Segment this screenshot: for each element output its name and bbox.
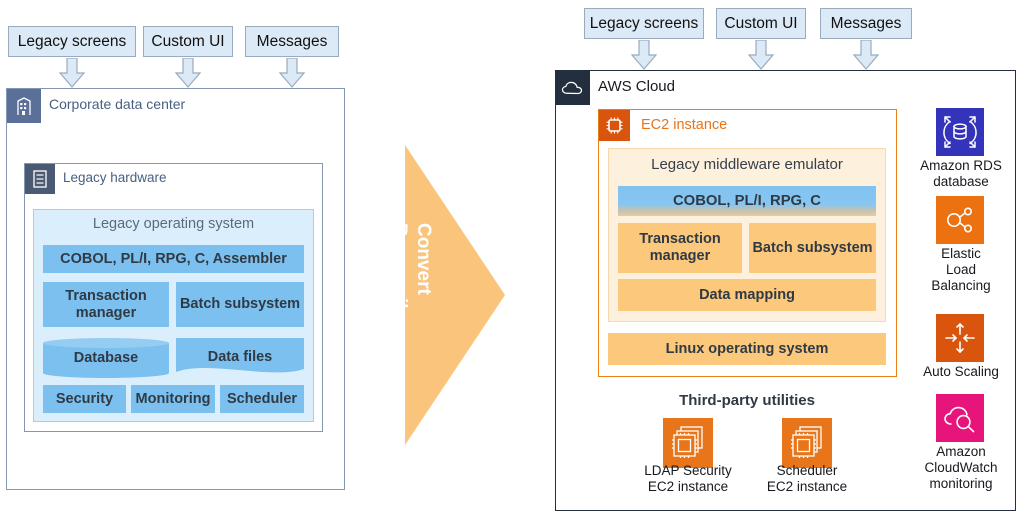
elb-line-3-slot: Balancing xyxy=(931,277,991,293)
input-chip-messages[interactable]: Messages xyxy=(245,26,339,57)
legacy-scheduler-block: Scheduler xyxy=(220,385,304,413)
input-chip-label: Custom UI xyxy=(724,14,798,32)
auto-scaling-icon[interactable] xyxy=(936,314,984,367)
legacy-transaction-manager-label: Transaction manager xyxy=(65,288,147,321)
legacy-security-label: Security xyxy=(55,390,114,407)
third-party-utilities-title: Third-party utilities xyxy=(679,392,815,409)
input-chip-label: Legacy screens xyxy=(17,32,127,50)
legacy-monitoring-block: Monitoring xyxy=(131,385,215,413)
amazon-rds-icon[interactable] xyxy=(936,108,984,161)
convert-line-2: Recompile xyxy=(389,223,411,320)
corporate-data-center-icon xyxy=(7,89,41,123)
legacy-monitoring-label: Monitoring xyxy=(135,390,211,407)
legacy-batch-subsystem-block: Batch subsystem xyxy=(176,282,304,327)
ec2-instances-icon[interactable] xyxy=(663,418,713,473)
amazon-cloudwatch-label: Amazon CloudWatch monitoring xyxy=(908,444,1014,492)
legacy-hardware-title: Legacy hardware xyxy=(63,170,167,185)
down-arrow-icon xyxy=(174,57,202,88)
legacy-scheduler-label: Scheduler xyxy=(226,390,298,407)
aws-linux-os-block: Linux operating system xyxy=(608,333,886,365)
aws-linux-os-label: Linux operating system xyxy=(665,340,829,357)
ec2-instance-title: EC2 instance xyxy=(641,117,728,133)
legacy-data-files-label: Data files xyxy=(207,348,273,365)
scheduler-line-1: Scheduler xyxy=(776,463,838,478)
cloudwatch-line-2: CloudWatch xyxy=(924,459,998,475)
aws-data-mapping-block: Data mapping xyxy=(618,279,876,311)
elb-line-1: Elastic xyxy=(941,246,981,261)
aws-data-mapping-label: Data mapping xyxy=(699,286,795,303)
scheduler-line-2: EC2 instance xyxy=(766,478,848,494)
aws-languages-block: COBOL, PL/I, RPG, C xyxy=(618,186,876,216)
legacy-operating-system-title: Legacy operating system xyxy=(92,216,255,232)
input-chip-label: Custom UI xyxy=(151,32,225,50)
legacy-languages-label: COBOL, PL/I, RPG, C, Assembler xyxy=(60,250,287,267)
legacy-languages-block: COBOL, PL/I, RPG, C, Assembler xyxy=(43,245,304,273)
down-arrow-icon xyxy=(852,39,880,70)
amazon-cloudwatch-icon[interactable] xyxy=(936,394,984,447)
cloudwatch-line-3: monitoring xyxy=(929,475,993,491)
input-chip-label: Legacy screens xyxy=(589,14,699,32)
input-chip-legacy-screens-aws[interactable]: Legacy screens xyxy=(584,8,704,39)
legacy-middleware-emulator-title: Legacy middleware emulator xyxy=(651,156,843,173)
down-arrow-icon xyxy=(278,57,306,88)
legacy-hardware-icon xyxy=(25,164,55,194)
aws-languages-label: COBOL, PL/I, RPG, C xyxy=(673,193,821,209)
auto-scaling-line-1: Auto Scaling xyxy=(923,364,999,379)
input-chip-legacy-screens[interactable]: Legacy screens xyxy=(8,26,136,57)
rds-line-1: Amazon RDS xyxy=(920,158,1002,173)
input-chip-label: Messages xyxy=(256,32,328,50)
input-chip-custom-ui[interactable]: Custom UI xyxy=(143,26,233,57)
amazon-rds-label: Amazon RDS database xyxy=(908,158,1014,190)
aws-transaction-manager-block: Transaction manager xyxy=(618,223,742,273)
down-arrow-icon xyxy=(630,39,658,70)
down-arrow-icon xyxy=(58,57,86,88)
ldap-security-line-2: EC2 instance xyxy=(647,478,729,494)
input-chip-label: Messages xyxy=(830,14,902,32)
auto-scaling-label: Auto Scaling xyxy=(908,364,1014,380)
legacy-security-block: Security xyxy=(43,385,126,413)
ldap-security-line-1: LDAP Security xyxy=(644,463,732,478)
aws-batch-subsystem-label: Batch subsystem xyxy=(752,239,873,256)
aws-cloud-icon xyxy=(556,71,590,105)
rds-line-2: database xyxy=(933,173,989,189)
scheduler-ec2-label: Scheduler EC2 instance xyxy=(737,463,877,495)
legacy-data-files-block: Data files xyxy=(176,338,304,378)
elastic-load-balancing-icon[interactable] xyxy=(936,196,984,249)
input-chip-messages-aws[interactable]: Messages xyxy=(820,8,912,39)
elastic-load-balancing-label: Elastic Load Balancing xyxy=(908,246,1014,294)
ec2-instance-icon xyxy=(599,110,630,141)
ldap-security-ec2-label: LDAP Security EC2 instance xyxy=(618,463,758,495)
elb-line-2: Load xyxy=(945,261,977,277)
aws-batch-subsystem-block: Batch subsystem xyxy=(749,223,876,273)
convert-recompile-arrow: Convert Recompile xyxy=(389,145,510,445)
ec2-instances-icon[interactable] xyxy=(782,418,832,473)
down-arrow-icon xyxy=(747,39,775,70)
input-chip-custom-ui-aws[interactable]: Custom UI xyxy=(716,8,806,39)
legacy-transaction-manager-block: Transaction manager xyxy=(43,282,169,327)
aws-transaction-manager-label: Transaction manager xyxy=(639,231,721,264)
convert-line-1: Convert xyxy=(413,223,434,295)
cloudwatch-line-1: Amazon xyxy=(936,444,986,459)
legacy-batch-subsystem-label: Batch subsystem xyxy=(179,296,301,313)
legacy-database-label: Database xyxy=(73,349,139,366)
corporate-data-center-title: Corporate data center xyxy=(49,96,186,112)
legacy-database-block: Database xyxy=(43,338,169,378)
aws-cloud-title: AWS Cloud xyxy=(598,78,675,95)
convert-recompile-label: Convert Recompile xyxy=(388,223,436,373)
